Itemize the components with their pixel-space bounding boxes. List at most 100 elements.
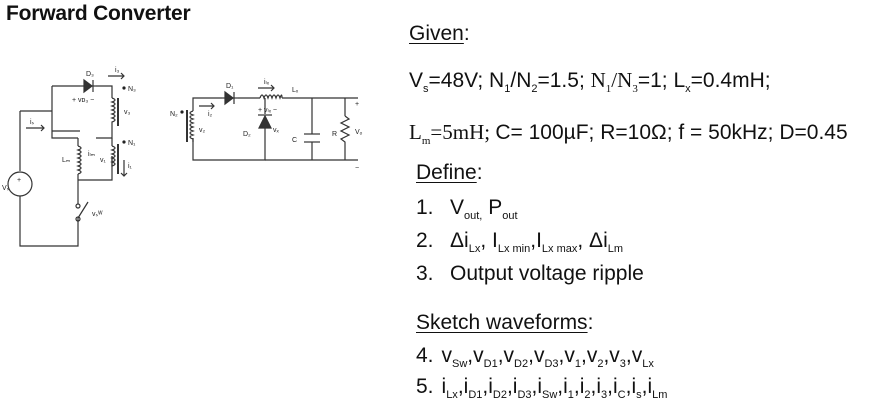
n3-symbol: N <box>617 68 633 92</box>
inductor-lx <box>259 94 283 100</box>
i3-arrow <box>108 72 125 80</box>
is-arrow <box>26 124 45 132</box>
waveform-subscript: Lm <box>652 389 668 401</box>
forward-converter-schematic: + Vₛ D₃ + vᴅ₃ − i₃ N₃ v₃ iₛ Lₘ iₗₘ N₁ v₁… <box>2 67 363 247</box>
ratio-n1-n2: =1.5; <box>537 69 591 92</box>
vd3-label: + vᴅ₃ − <box>72 97 94 104</box>
winding-n2 <box>186 110 195 142</box>
lx-symbol: L <box>673 69 686 92</box>
given-line-1: Vs=48V; N1/N2=1.5; N1/N3=1; Lx=0.4mH; <box>409 68 771 95</box>
vlx-label: + vₗₓ − <box>258 107 277 114</box>
r-label: R <box>332 131 337 138</box>
v1-label: v₁ <box>100 157 107 164</box>
waveform-subscript: 1 <box>567 389 574 401</box>
delta-ilm-sub: Lm <box>607 243 624 255</box>
waveform-symbol: i <box>441 375 447 398</box>
source-label: Vₛ <box>2 185 10 192</box>
waveform-subscript: 2 <box>597 358 604 370</box>
waveform-symbol: v <box>441 344 453 367</box>
n3-label: N₃ <box>128 86 136 93</box>
v3-label: v₃ <box>124 109 131 116</box>
sketch-item-5: 5.iLx,iD1,iD2,iD3,iSw,i1,i2,i3,iC,is,iLm <box>416 375 668 401</box>
item-number: 5. <box>416 375 434 398</box>
c-label: C <box>292 137 297 144</box>
n1-symbol-a: N <box>489 69 505 92</box>
waveform-symbol: ,i <box>590 375 602 398</box>
ilx-label: iₗₓ <box>264 79 270 86</box>
diode-d2 <box>258 114 272 129</box>
vout-sub: out, <box>464 210 483 222</box>
primary-wiring <box>19 85 113 247</box>
waveform-symbol: ,v <box>625 344 643 367</box>
waveform-subscript: D3 <box>544 358 559 370</box>
waveform-symbol: ,v <box>580 344 598 367</box>
v2-label: v₂ <box>199 127 206 134</box>
lm-sub: m <box>421 135 431 147</box>
sketch-colon: : <box>587 311 594 334</box>
define-colon: : <box>476 161 483 184</box>
source-plus: + <box>17 177 21 184</box>
waveform-subscript: 3 <box>619 358 626 370</box>
n1-sub-b: 1 <box>605 83 612 95</box>
diode-d3 <box>80 78 96 94</box>
slide-title: Forward Converter <box>6 2 191 25</box>
given-line-2: Lm=5mH; C= 100µF; R=10Ω; f = 50kHz; D=0.… <box>409 120 848 147</box>
waveform-symbol: ,i <box>482 375 493 398</box>
n2-label: N₂ <box>170 111 178 118</box>
lm-label: Lₘ <box>62 157 70 164</box>
pout-symbol: P <box>482 196 503 219</box>
waveform-symbol: ,i <box>531 375 543 398</box>
n3-sub: 3 <box>632 83 638 95</box>
waveform-subscript: Sw <box>542 389 558 401</box>
vs-symbol: V <box>409 69 424 92</box>
given-heading-line: Given: <box>409 22 470 46</box>
i2-arrow <box>199 102 215 110</box>
vs-sub: s <box>423 83 429 95</box>
given-colon: : <box>463 22 470 45</box>
item-number: 4. <box>416 344 434 367</box>
d3-label: D₃ <box>86 71 94 78</box>
waveform-symbol: ,i <box>573 375 585 398</box>
i1-arrow <box>120 160 128 177</box>
waveform-subscript: 1 <box>574 358 581 370</box>
voltage-waveform-list: vSw,vD1,vD2,vD3,v1,v2,v3,vLx <box>441 344 654 370</box>
waveform-subscript: Lx <box>642 358 654 370</box>
is-label: iₛ <box>30 119 35 126</box>
waveform-subscript: Lx <box>446 389 458 401</box>
waveform-subscript: D1 <box>483 358 498 370</box>
define-heading: Define <box>416 161 477 184</box>
delta-ilx-sub: Lx <box>468 243 481 255</box>
vout-minus: − <box>355 165 359 172</box>
waveform-subscript: Sw <box>452 358 468 370</box>
waveform-subscript: 3 <box>601 389 608 401</box>
winding-n3 <box>110 97 119 126</box>
sketch-heading-line: Sketch waveforms: <box>416 311 593 335</box>
waveform-symbol: ,i <box>625 375 637 398</box>
n2-sub: 2 <box>531 83 538 95</box>
define-item-1: 1. Vout, Pout <box>416 196 518 222</box>
n1-label: N₁ <box>128 140 136 147</box>
inductor-lm <box>76 145 82 175</box>
ratio-n1-n3: =1; <box>637 69 674 92</box>
voltage-source-symbol <box>7 171 33 197</box>
ilx-arrow <box>258 84 275 92</box>
delta-ilm: , Δi <box>577 229 608 252</box>
switch-sw <box>75 201 89 222</box>
vx-label: vₓ <box>273 127 280 134</box>
given-params-rest: C= 100µF; R=10Ω; f = 50kHz; D=0.45 <box>495 121 848 144</box>
d1-label: D₁ <box>226 83 234 90</box>
item-number: 1. <box>416 196 434 219</box>
vsw-label: vₛᵂ <box>92 211 103 218</box>
slash-2: / <box>611 68 618 92</box>
item-number: 2. <box>416 229 434 252</box>
pout-sub: out <box>502 210 518 222</box>
lm-symbol: L <box>409 120 422 144</box>
vout-symbol: V <box>450 196 465 219</box>
waveform-subscript: C <box>617 389 626 401</box>
waveform-symbol: ,i <box>506 375 518 398</box>
define-item-3: 3.Output voltage ripple <box>416 262 644 286</box>
given-heading: Given <box>409 22 464 45</box>
i1-label: i₁ <box>128 163 133 170</box>
ilx-min: , I <box>480 229 498 252</box>
vs-value: =48V; <box>428 69 490 92</box>
